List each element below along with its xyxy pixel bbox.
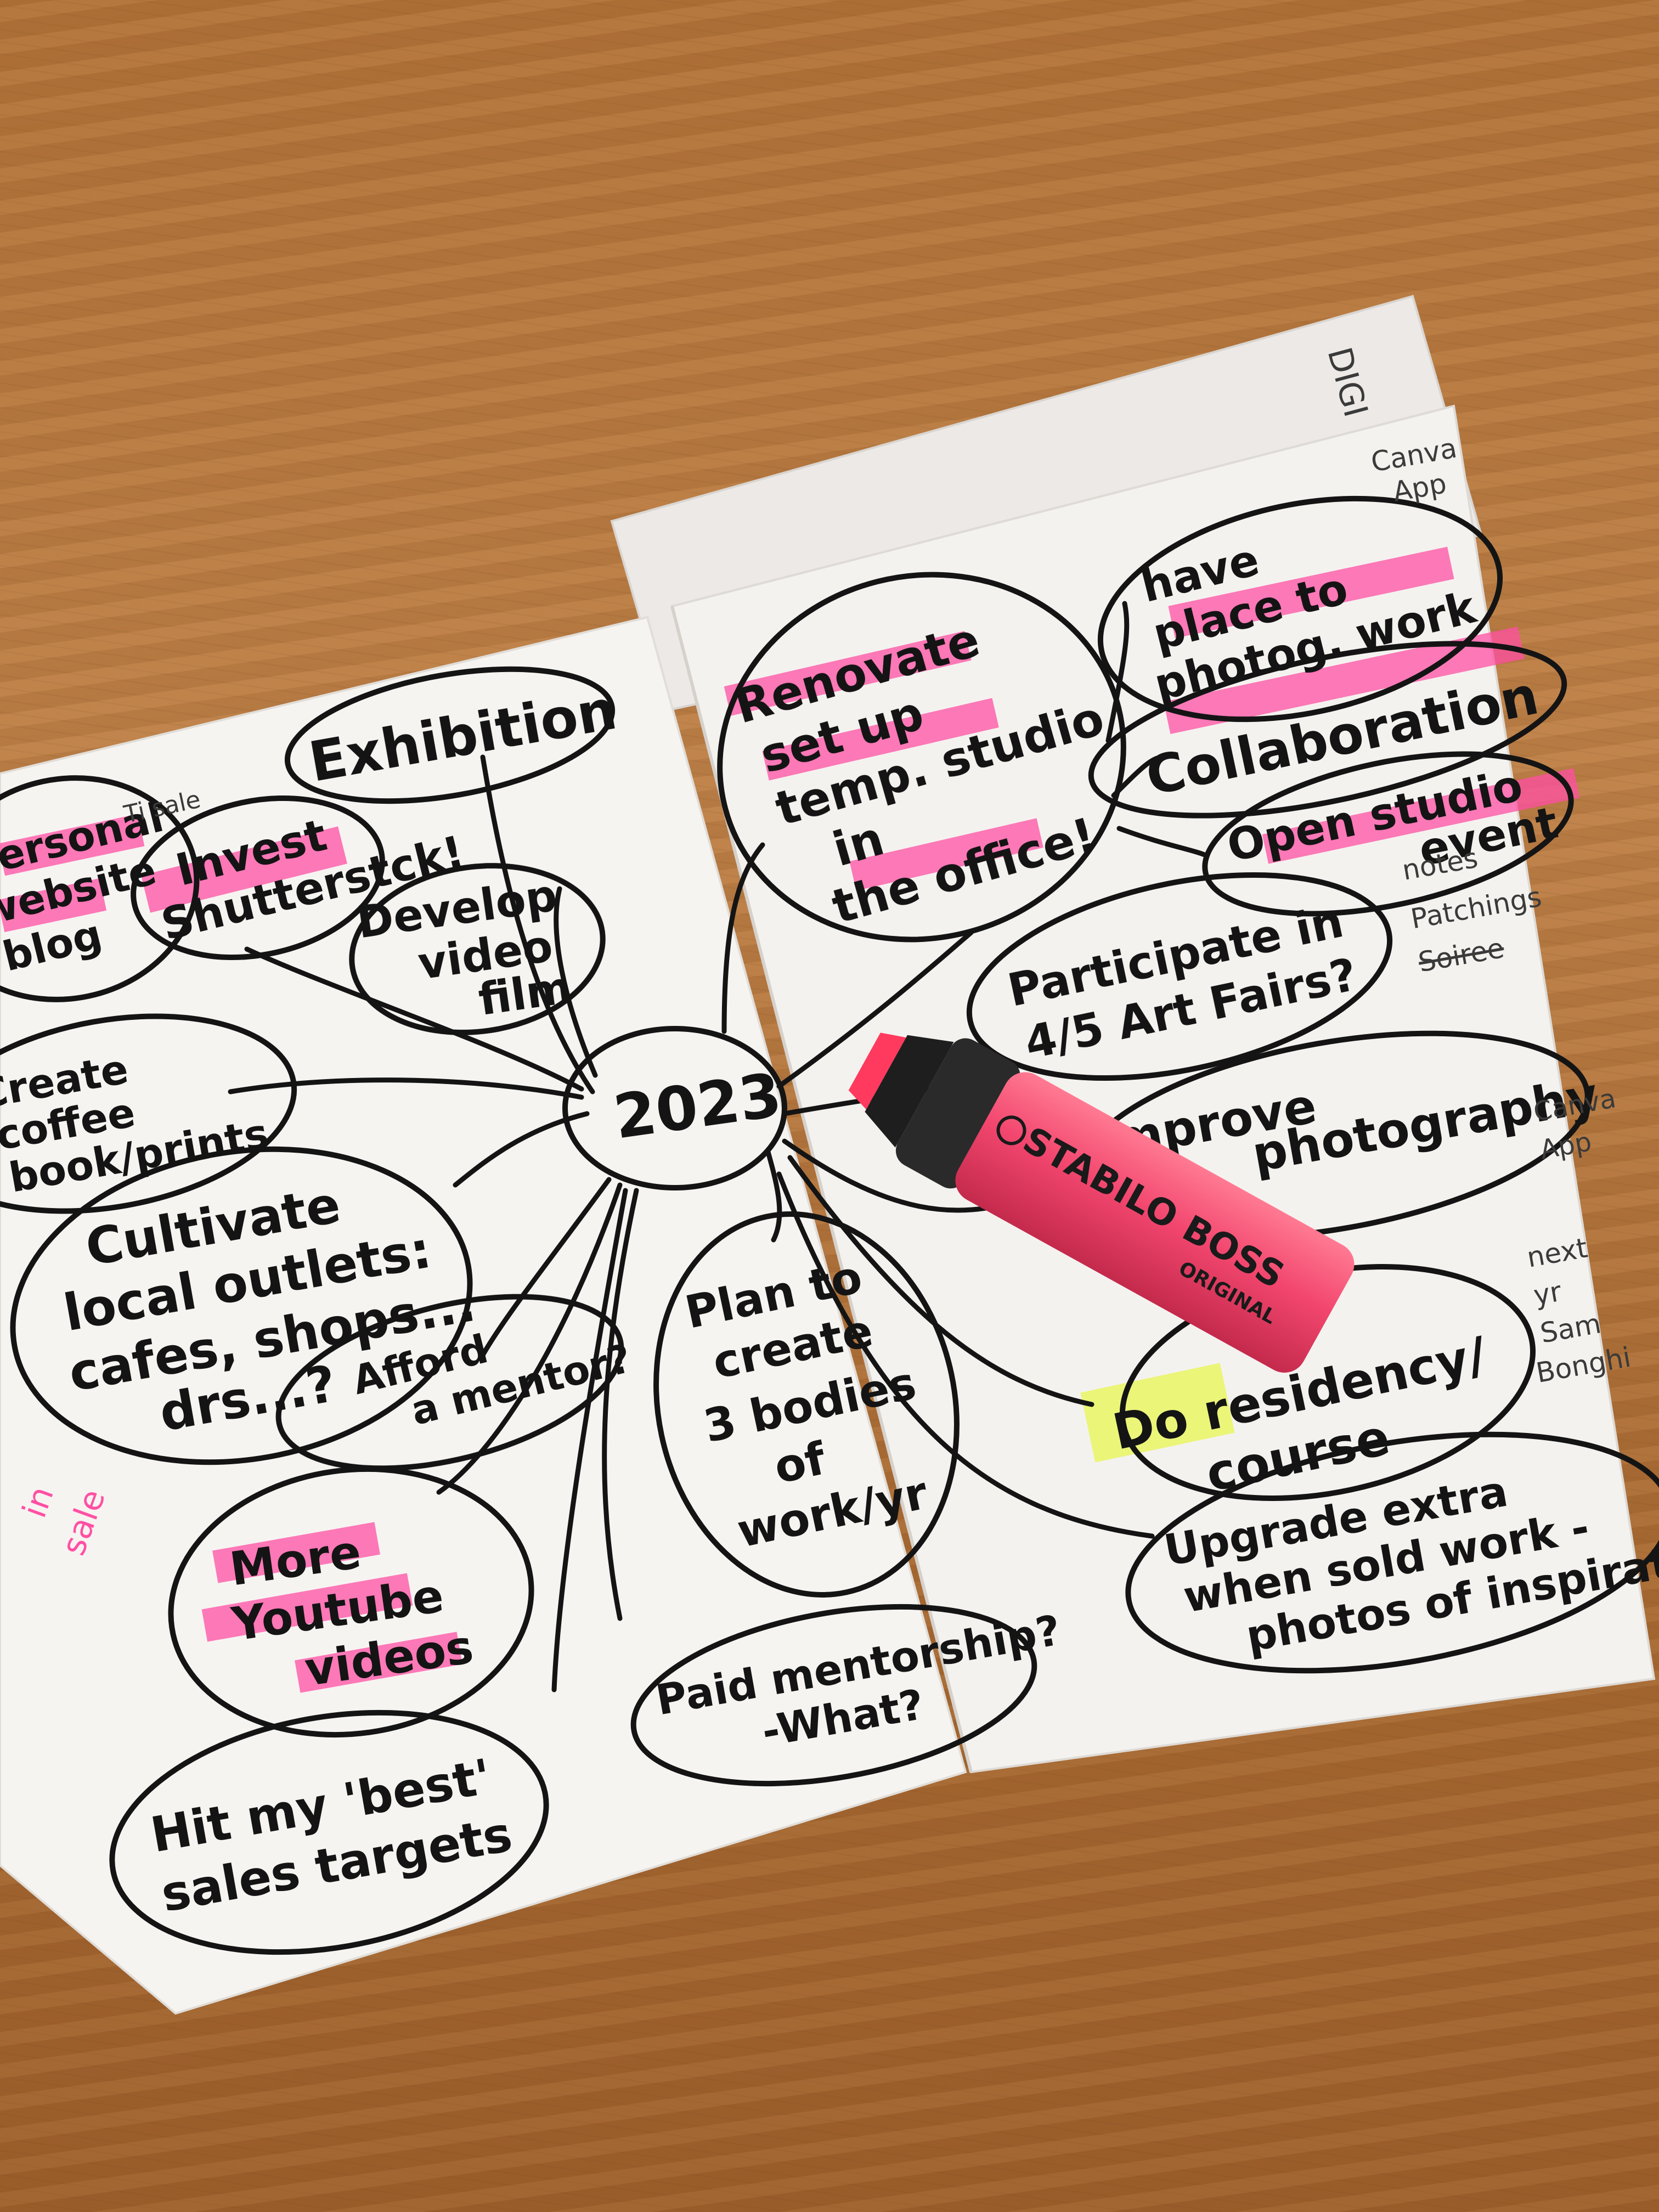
bubble-invest <box>131 795 385 961</box>
note-yr: yr <box>1531 1276 1564 1312</box>
bubble-upgrade <box>1125 1431 1659 1674</box>
text-of: of <box>770 1432 831 1494</box>
bubble-have-place <box>1097 495 1503 723</box>
bubble-plan-create <box>653 1211 960 1598</box>
bubble-afford-mentor <box>275 1294 624 1471</box>
bubble-open-studio <box>1202 751 1574 917</box>
bubble-more-youtube <box>168 1466 534 1738</box>
bubble-exhibition <box>284 666 616 804</box>
bubble-personal-website <box>0 775 200 1002</box>
mind-map-bubbles <box>0 495 1659 1955</box>
bubble-cultivate <box>10 1146 473 1465</box>
bubble-create-book <box>0 1013 297 1214</box>
mind-map-connectors <box>228 601 1210 1692</box>
bubble-paid-mentorship <box>630 1604 1037 1787</box>
bubble-participate <box>966 872 1393 1081</box>
bubble-develop-video <box>349 863 606 1035</box>
pen-logo-icon <box>996 1115 1026 1146</box>
bubble-collaboration <box>1088 641 1567 819</box>
yellow-highlight <box>1080 1363 1235 1463</box>
bubble-2023 <box>562 1026 787 1190</box>
pink-highlights <box>0 546 1580 1693</box>
bubble-renovate <box>717 572 1126 943</box>
bubble-hit-targets <box>109 1709 549 1955</box>
